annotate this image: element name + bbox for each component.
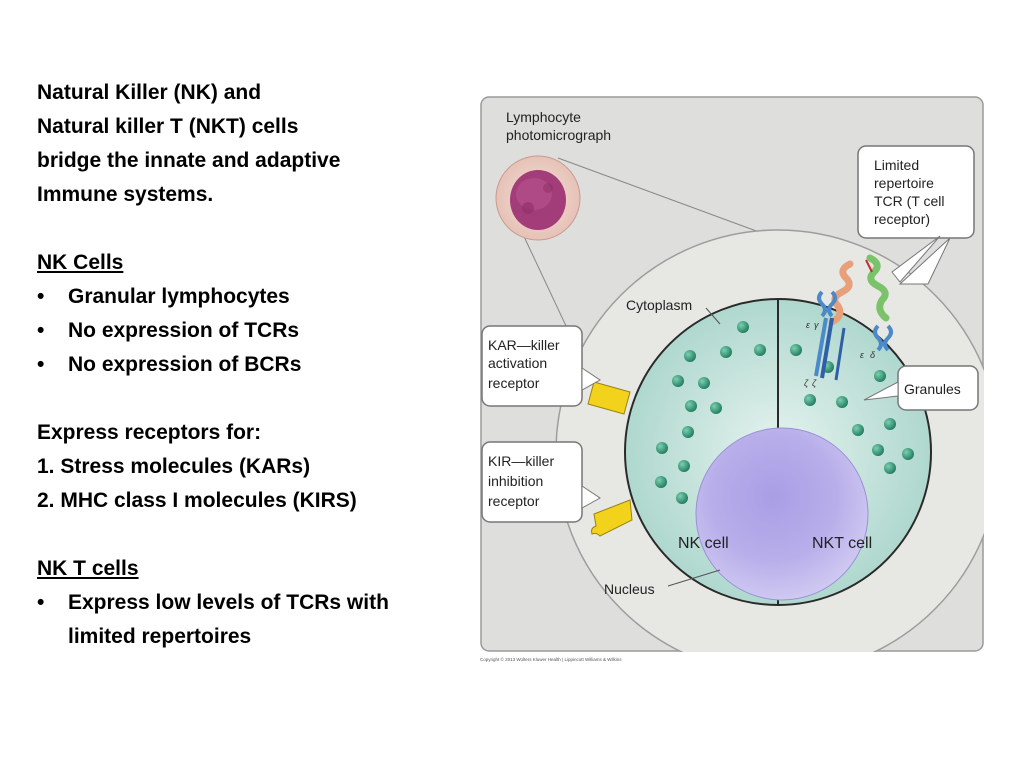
- nk-nkt-cell-diagram: Lymphocyte photomicrograph: [480, 96, 984, 652]
- nk-bullet: No expression of BCRs: [37, 348, 457, 382]
- text-panel: Natural Killer (NK) and Natural killer T…: [37, 76, 457, 654]
- receptors-heading: Express receptors for:: [37, 421, 262, 444]
- tcr-complex: [814, 254, 893, 381]
- granule: [852, 424, 864, 436]
- kir-callout-line-1: KIR—killer: [488, 453, 554, 469]
- nkt-cells-heading: NK T cells: [37, 557, 139, 580]
- photomicrograph-label-2: photomicrograph: [506, 127, 611, 143]
- copyright-notice: Copyright © 2013 Wolters Kluwer Health |…: [480, 657, 622, 662]
- granule: [672, 375, 684, 387]
- kar-callout: [481, 325, 601, 407]
- granule: [684, 350, 696, 362]
- chain-label-delta: δ: [870, 350, 876, 360]
- granule: [874, 370, 886, 382]
- granules-callout: [863, 365, 979, 411]
- chain-label-zeta: ζ: [812, 378, 817, 388]
- nk-cell-label: NK cell: [678, 535, 729, 552]
- chain-label-epsilon: ε: [806, 320, 811, 330]
- granule: [676, 492, 688, 504]
- chain-label-epsilon: ε: [860, 350, 865, 360]
- receptor-item: 2. MHC class I molecules (KIRS): [37, 489, 357, 512]
- intro-line: Natural Killer (NK) and: [37, 81, 262, 104]
- granule: [710, 402, 722, 414]
- tcr-callout-line-2: repertoire: [874, 175, 934, 191]
- nucleus: [695, 427, 869, 601]
- kar-receptor: [587, 381, 631, 415]
- granule: [656, 442, 668, 454]
- intro-line: bridge the innate and adaptive: [37, 149, 341, 172]
- chain-label-gamma: γ: [814, 320, 819, 330]
- nk-cells-heading: NK Cells: [37, 251, 124, 274]
- tcr-callout-line-3: TCR (T cell: [874, 193, 945, 209]
- kir-callout: [481, 441, 601, 523]
- intro-line: Natural killer T (NKT) cells: [37, 115, 299, 138]
- granule: [872, 444, 884, 456]
- spacer: [37, 382, 457, 416]
- nucleus-pointer: [667, 569, 721, 587]
- zoom-line: [557, 157, 771, 237]
- granule: [678, 460, 690, 472]
- granule: [737, 321, 749, 333]
- cytoplasm-label: Cytoplasm: [626, 297, 692, 313]
- chain-label-zeta: ζ: [804, 378, 809, 388]
- kar-callout-line-2: activation: [488, 355, 547, 371]
- nk-bullet: Granular lymphocytes: [37, 280, 457, 314]
- cytoplasm-pointer: [705, 307, 721, 325]
- granule: [884, 418, 896, 430]
- kar-callout-line-3: receptor: [488, 375, 540, 391]
- spacer: [37, 212, 457, 246]
- tcr-callout-line-1: Limited: [874, 157, 919, 173]
- granule: [720, 346, 732, 358]
- granule: [902, 448, 914, 460]
- granule: [655, 476, 667, 488]
- granule: [698, 377, 710, 389]
- intro-line: Immune systems.: [37, 183, 214, 206]
- granule: [790, 344, 802, 356]
- nk-bullet: No expression of TCRs: [37, 314, 457, 348]
- kir-callout-line-2: inhibition: [488, 473, 543, 489]
- granule: [682, 426, 694, 438]
- granules: [655, 321, 914, 504]
- granule: [685, 400, 697, 412]
- nkt-cell-label: NKT cell: [812, 535, 872, 552]
- nkt-bullet: Express low levels of TCRs with limited r…: [37, 586, 457, 654]
- kar-callout-line-1: KAR—killer: [488, 337, 560, 353]
- lymphocyte-photomicrograph: [495, 155, 581, 241]
- photomicrograph-label-1: Lymphocyte: [506, 109, 581, 125]
- spacer: [37, 518, 457, 552]
- granule: [884, 462, 896, 474]
- receptor-item: 1. Stress molecules (KARs): [37, 455, 311, 478]
- granule: [754, 344, 766, 356]
- granule: [804, 394, 816, 406]
- nkt-bullet-line2: limited repertoires: [68, 625, 252, 648]
- tcr-callout-line-4: receptor): [874, 211, 930, 227]
- granule: [836, 396, 848, 408]
- nkt-bullet-line1: Express low levels of TCRs with: [68, 591, 389, 614]
- granules-label: Granules: [904, 381, 961, 397]
- tcr-callout: [857, 145, 975, 285]
- kir-callout-line-3: receptor: [488, 493, 540, 509]
- nucleus-label: Nucleus: [604, 581, 655, 597]
- kir-receptor: [591, 499, 633, 537]
